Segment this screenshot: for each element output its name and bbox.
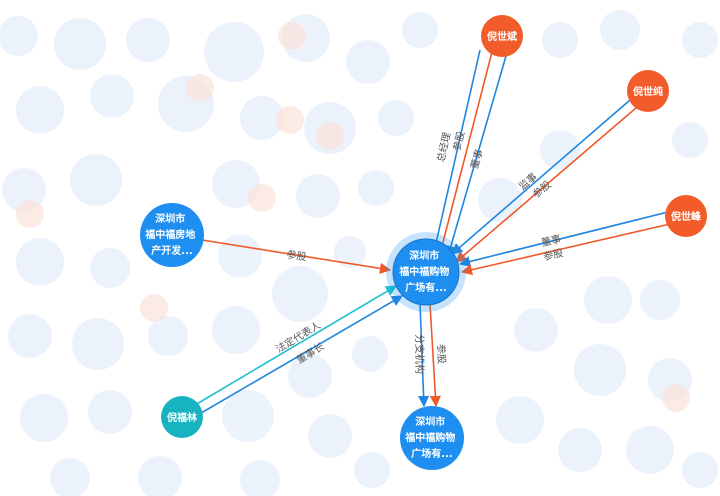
- node-person-3[interactable]: 倪世峰: [665, 195, 707, 237]
- edge-label: 参股: [286, 248, 308, 264]
- node-branch-company[interactable]: 深圳市 福中福购物 广场有...: [400, 406, 464, 470]
- edge-label: 参股: [450, 130, 467, 153]
- edge-label: 董事: [468, 148, 486, 171]
- edge-label: 参股: [542, 246, 564, 263]
- edge-label: 分支机构: [413, 334, 426, 374]
- node-left-company[interactable]: 深圳市 福中福房地 产开发...: [140, 203, 204, 267]
- edge-branch-office[interactable]: 分支机构: [413, 303, 430, 408]
- node-label: 深圳市 福中福房地 产开发...: [144, 212, 198, 257]
- node-label: 倪世斌: [487, 30, 517, 43]
- edge-label: 董事: [540, 232, 563, 249]
- node-legal-representative[interactable]: 倪福林: [161, 396, 203, 438]
- edge-label: 参股: [435, 344, 449, 364]
- edge-label: 总经理: [434, 131, 453, 163]
- node-label: 倪世峰: [671, 210, 702, 223]
- nodes: 深圳市 福中福购物 广场有... 深圳市 福中福房地 产开发... 深圳市 福中…: [140, 15, 707, 470]
- background-watermark: [0, 10, 718, 496]
- node-label: 深圳市 福中福购物 广场有...: [398, 249, 452, 294]
- node-label: 倪福林: [167, 411, 198, 424]
- node-center-company[interactable]: 深圳市 福中福购物 广场有...: [386, 232, 466, 312]
- edge-p2-supervisor[interactable]: 监事: [451, 99, 631, 255]
- edge-p3-shareholding[interactable]: 参股: [460, 223, 671, 276]
- node-person-1[interactable]: 倪世斌: [481, 15, 523, 57]
- node-label: 倪世纯: [633, 85, 663, 98]
- edge-left-company-shareholding[interactable]: 参股: [201, 239, 392, 274]
- node-person-2[interactable]: 倪世纯: [627, 70, 669, 112]
- node-label: 深圳市 福中福购物 广场有...: [404, 415, 458, 460]
- edge-branch-shareholding[interactable]: 参股: [429, 303, 449, 408]
